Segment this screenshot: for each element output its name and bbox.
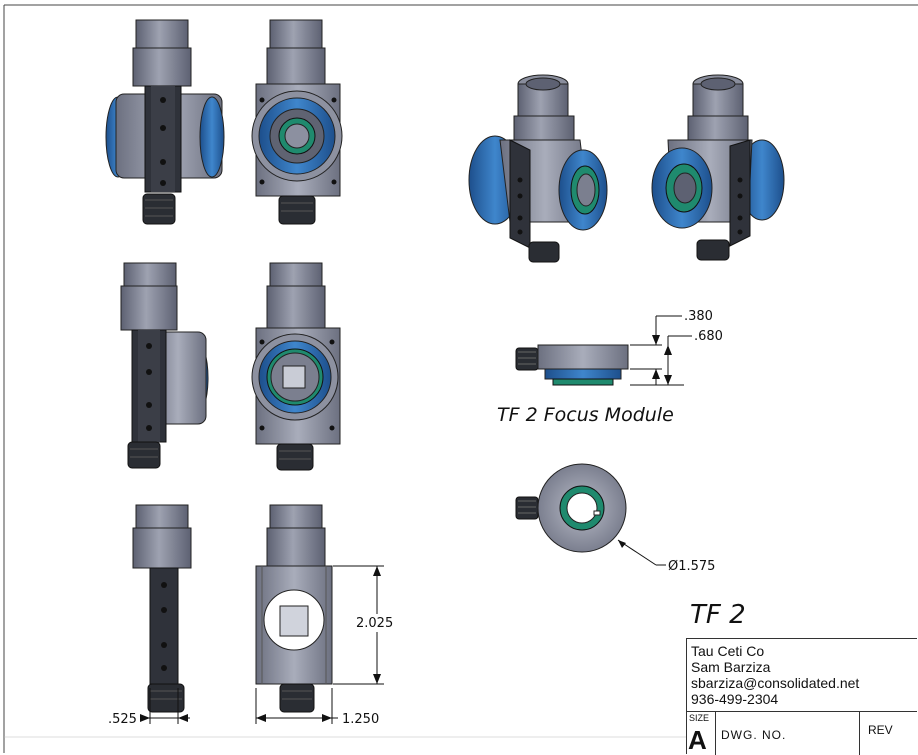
dimension-label-height: 2.025 <box>356 616 393 631</box>
view-side-bottom <box>132 504 192 713</box>
title-block-info: Tau Ceti Co Sam Barziza sbarziza@consoli… <box>691 643 859 707</box>
view-front-bottom <box>255 504 333 713</box>
dimension-label-side-width: .525 <box>108 712 137 727</box>
revision-label: REV <box>868 723 893 737</box>
dimension-label-depth-total: .680 <box>694 329 723 344</box>
company-name: Tau Ceti Co <box>691 643 765 659</box>
iso-view-left <box>468 74 608 263</box>
title-block-bottom-row: SIZE A DWG. NO. REV <box>687 711 917 755</box>
dimension-width-front <box>255 688 338 724</box>
focus-module-top-view <box>515 463 627 553</box>
size-label: SIZE <box>689 713 710 723</box>
dimension-diameter <box>617 539 666 566</box>
iso-view-right <box>651 74 785 261</box>
author-email: sbarziza@consolidated.net <box>691 675 860 691</box>
dimension-label-diameter: Ø1.575 <box>668 559 715 574</box>
author-phone: 936-499-2304 <box>691 691 779 707</box>
title-block: Tau Ceti Co Sam Barziza sbarziza@consoli… <box>686 638 917 755</box>
drawing-title: TF 2 <box>690 600 746 630</box>
dimension-width-side <box>140 688 190 724</box>
author-name: Sam Barziza <box>691 659 771 675</box>
dimension-depth <box>630 315 692 386</box>
module-caption: TF 2 Focus Module <box>497 404 674 426</box>
revision-cell: REV <box>859 712 918 755</box>
dimension-label-depth-top: .380 <box>684 309 713 324</box>
view-front-top <box>251 19 343 225</box>
size-cell: SIZE A <box>687 712 716 755</box>
view-side-middle <box>120 262 209 469</box>
size-value: A <box>688 725 707 755</box>
focus-module-side-view <box>515 344 629 386</box>
view-side-top <box>105 19 225 225</box>
dimension-label-width: 1.250 <box>342 712 379 727</box>
view-front-middle <box>251 262 341 471</box>
drawing-number-label: DWG. NO. <box>721 728 787 742</box>
